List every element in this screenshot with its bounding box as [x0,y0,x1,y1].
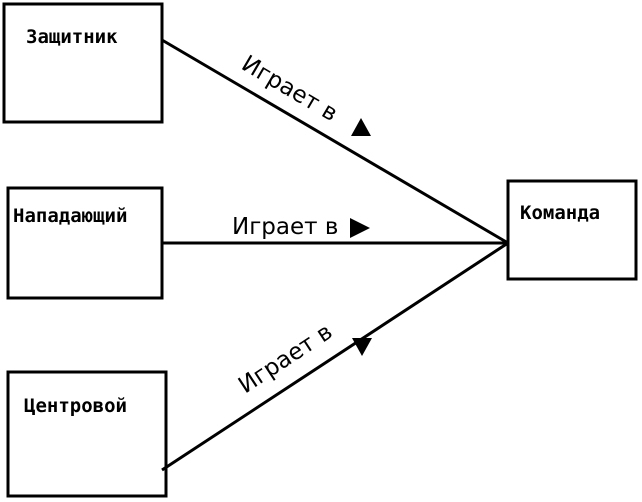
relation-label: Играет в [232,214,338,240]
entity-box [2,2,164,124]
entity-label: Команда [520,202,600,224]
entity-box [6,186,164,300]
entity-center: Центровой [6,370,168,498]
direction-right-icon [350,218,370,238]
entity-box [506,179,638,281]
direction-up-icon [351,118,371,136]
entity-label: Нападающий [13,205,127,227]
entity-team: Команда [506,179,638,281]
relation-forward-team: Играет в [232,214,370,240]
relation-center-team: Играет в [234,319,372,399]
entity-label: Защитник [26,26,118,48]
entity-label: Центровой [24,395,127,417]
direction-down-icon [352,338,372,356]
edge-line-center-team [161,241,509,472]
entity-box [6,370,168,498]
relation-label: Играет в [234,319,337,399]
entity-defender: Защитник [2,2,164,124]
entity-forward: Нападающий [6,186,164,300]
edge-line-defender-team [161,38,509,245]
